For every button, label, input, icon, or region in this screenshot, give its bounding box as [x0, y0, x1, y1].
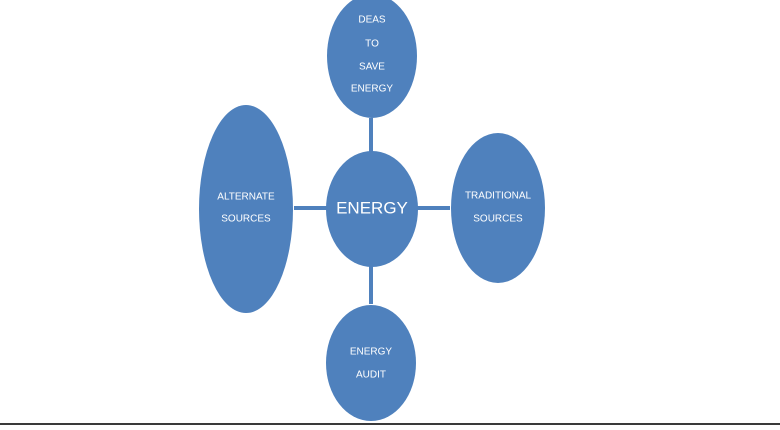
node-ideas-to-save-energy: DEAS TO SAVE ENERGY	[327, 0, 417, 118]
node-energy-audit: ENERGY AUDIT	[326, 305, 416, 421]
node-energy-center: ENERGY	[326, 151, 418, 267]
node-audit-line-1: ENERGY	[350, 347, 393, 358]
node-ideas-line-2: TO	[365, 39, 379, 50]
node-ideas-line-1: DEAS	[358, 15, 386, 26]
node-alternate-line-2: SOURCES	[221, 214, 271, 225]
node-ideas-line-4: ENERGY	[351, 84, 394, 95]
node-traditional-sources: TRADITIONAL SOURCES	[451, 133, 545, 283]
node-ideas-line-3: SAVE	[359, 62, 385, 73]
node-audit-line-2: AUDIT	[356, 370, 386, 381]
node-alternate-sources: ALTERNATE SOURCES	[199, 105, 293, 313]
node-traditional-line-1: TRADITIONAL	[465, 191, 532, 202]
node-traditional-line-2: SOURCES	[473, 214, 523, 225]
center-label: ENERGY	[336, 198, 408, 217]
node-alternate-line-1: ALTERNATE	[217, 192, 275, 203]
